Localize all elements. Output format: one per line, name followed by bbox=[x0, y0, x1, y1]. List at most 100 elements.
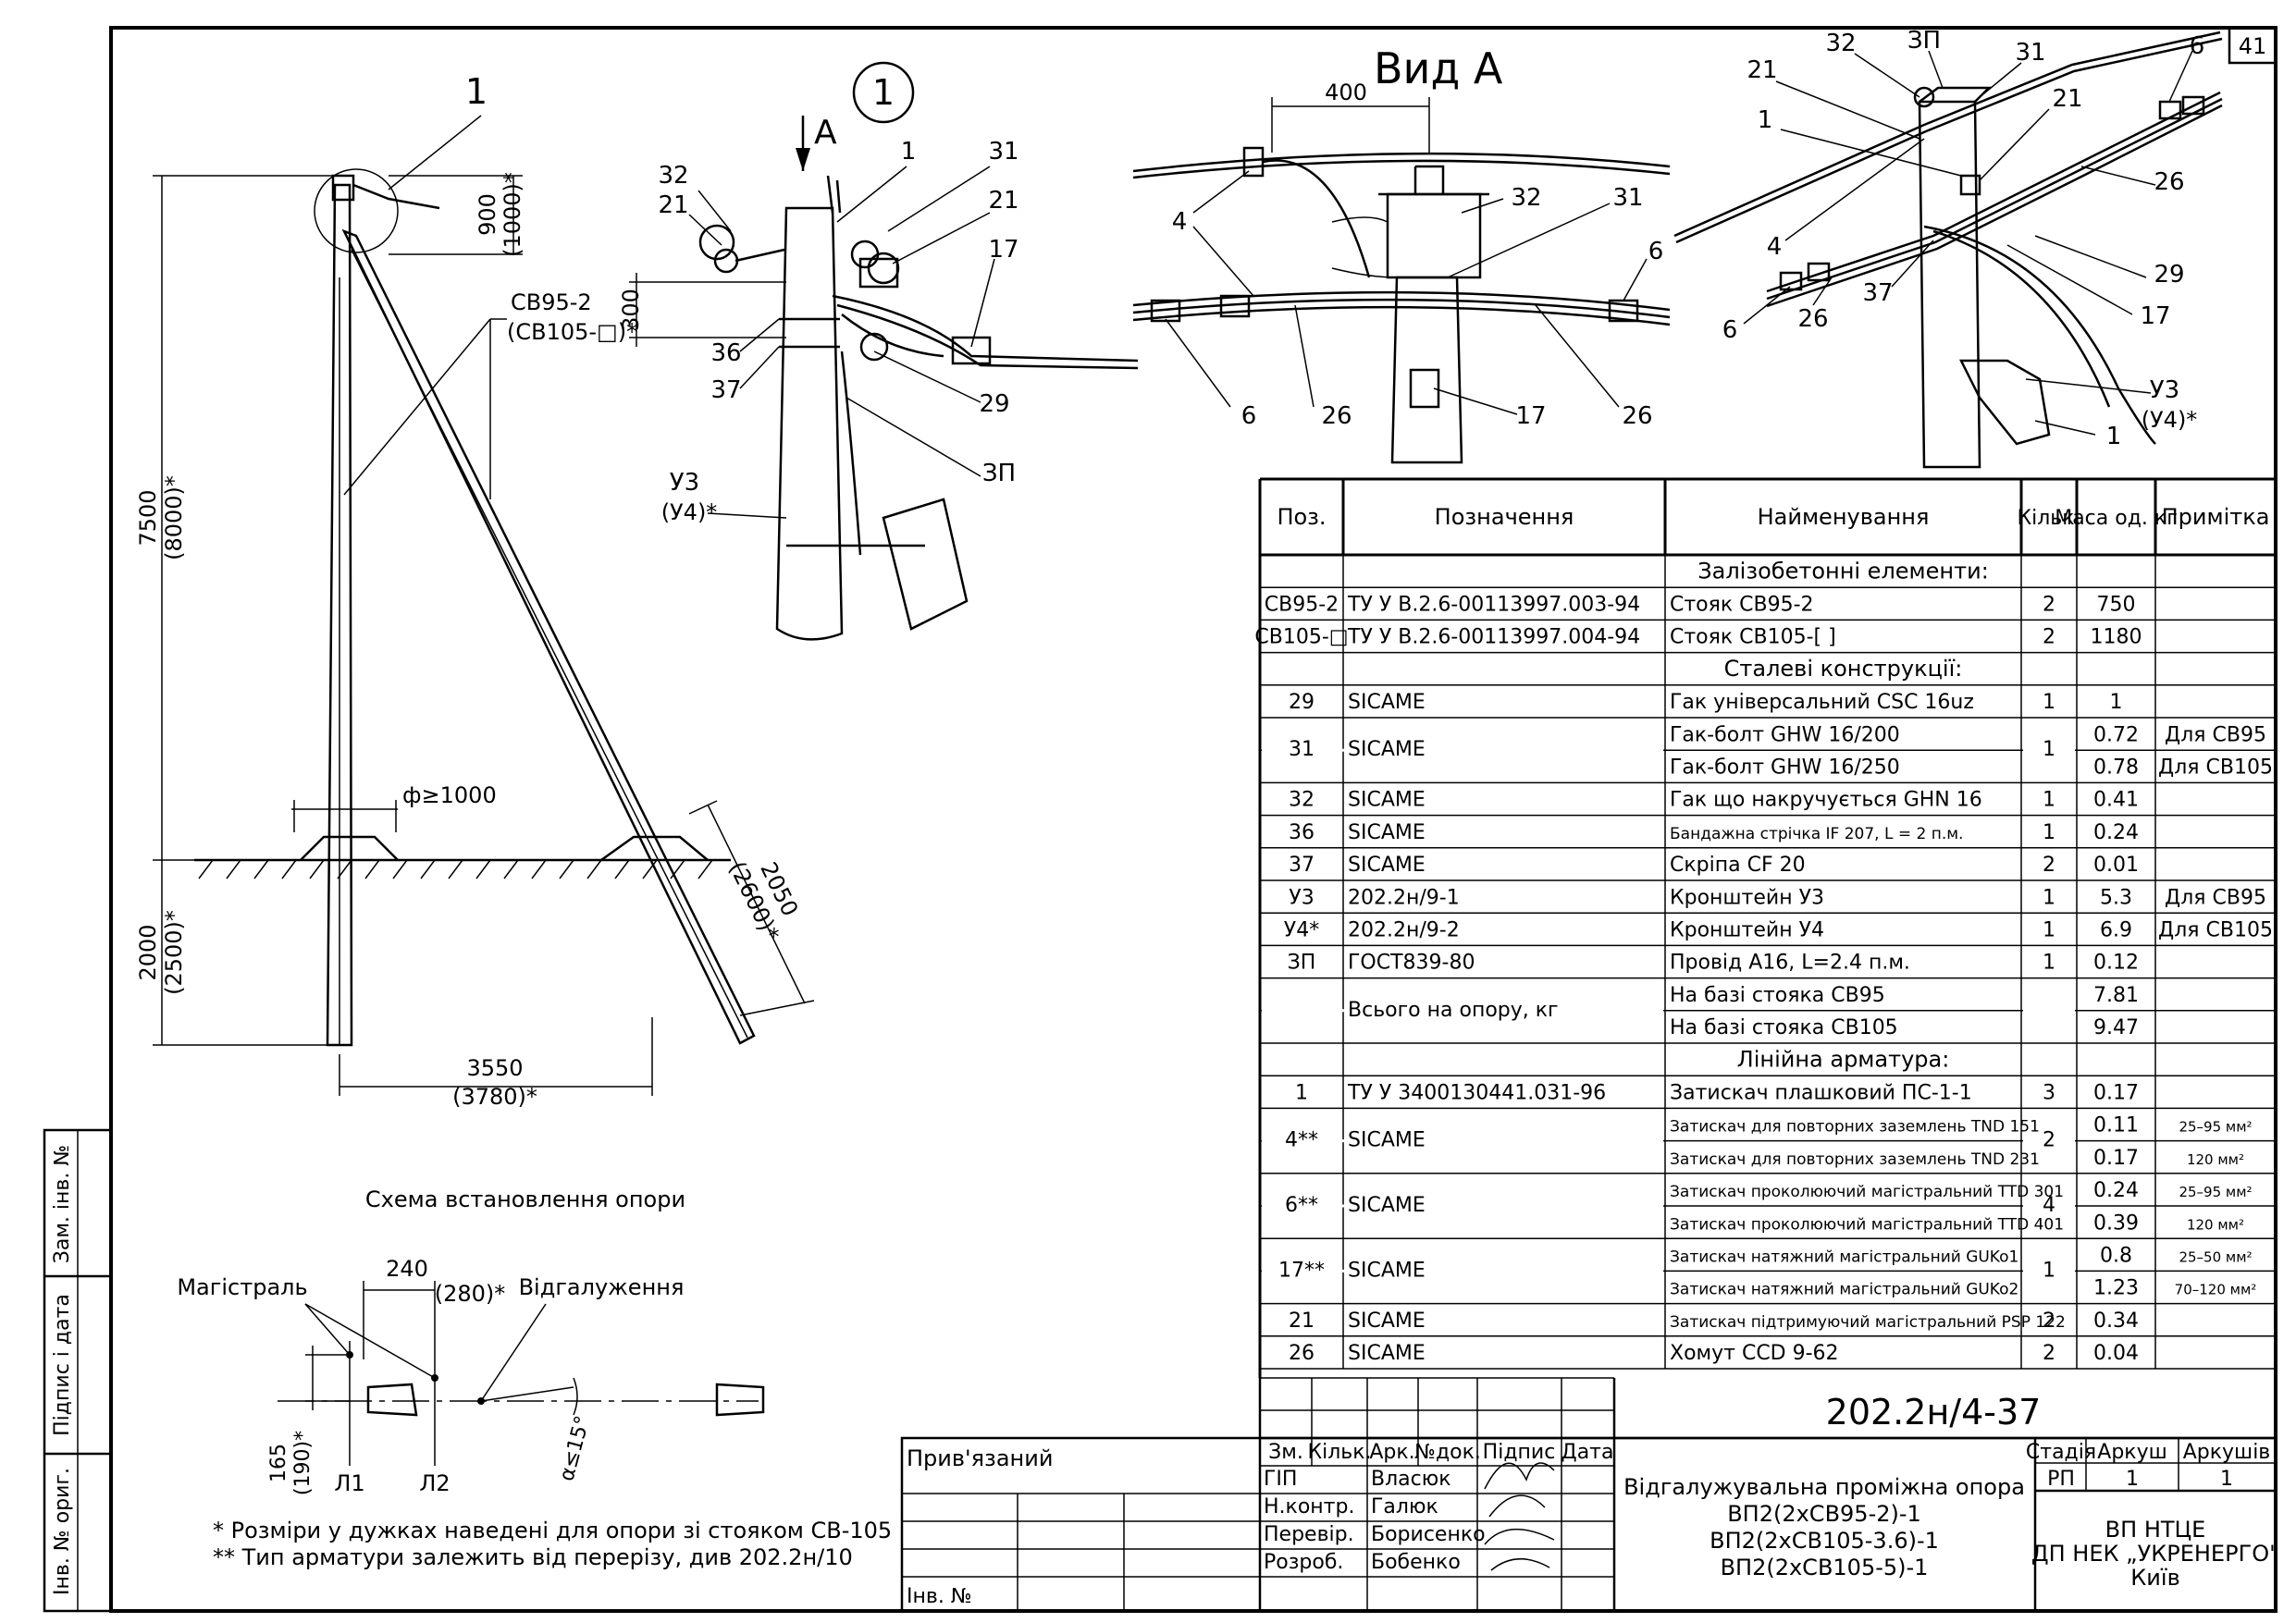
viewa-label-4: 4 bbox=[1172, 208, 1188, 236]
iso-label-u3: У3 bbox=[2150, 376, 2179, 404]
callout-1-label: 1 bbox=[465, 71, 488, 112]
scheme-dim-190: (190)* bbox=[291, 1431, 315, 1495]
spec-name-r11: На базі стояка СВ95 bbox=[1670, 984, 1885, 1007]
spec-name-r10: Провід А16, L=2.4 п.м. bbox=[1670, 952, 1910, 975]
spec-qty-r12: 3 bbox=[2043, 1082, 2055, 1105]
sheets-header: Аркушів bbox=[2183, 1441, 2271, 1464]
spec-qty-r13: 2 bbox=[2043, 1129, 2055, 1152]
note-2: ** Тип арматури залежить від перерізу, д… bbox=[213, 1544, 853, 1570]
spec-mass-r10: 0.12 bbox=[2093, 952, 2139, 975]
stamp-sign-date: Підпис і дата bbox=[51, 1294, 74, 1436]
dim-pit: ф≥1000 bbox=[402, 782, 497, 808]
detail-label-21a: 21 bbox=[658, 191, 688, 219]
isometric-view: 21 32 ЗП 31 6 1 21 26 4 29 6 26 37 17 У3… bbox=[1673, 27, 2223, 469]
spec-pos-r17: 26 bbox=[1289, 1342, 1315, 1365]
spec-table-grid bbox=[1258, 477, 2277, 1378]
spec-mass-r08: 5.3 bbox=[2100, 886, 2132, 909]
title-block: Прив'язаний Інв. № Зм. Кільк. Арк. №док.… bbox=[900, 1377, 2279, 1613]
spec-header-mass: Маса од. кг bbox=[2055, 507, 2178, 530]
spec-mass-r06: 0.24 bbox=[2093, 821, 2139, 844]
spec-qty-r06: 1 bbox=[2043, 821, 2055, 844]
spec-note-r14b: 120 мм² bbox=[2187, 1216, 2244, 1233]
org-line-1: ВП НТЦЕ bbox=[2105, 1517, 2206, 1543]
spec-qty-r01: 2 bbox=[2043, 594, 2055, 617]
spec-name-r11b: На базі стояка СВ105 bbox=[1670, 1016, 1898, 1039]
rev-h-sign: Підпис bbox=[1483, 1441, 1556, 1464]
spec-qty-r17: 2 bbox=[2043, 1342, 2055, 1365]
iso-label-17: 17 bbox=[2140, 302, 2170, 330]
spec-note-r15b: 70–120 мм² bbox=[2175, 1282, 2257, 1298]
spec-section-s3: Лінійна арматура: bbox=[1737, 1046, 1950, 1072]
spec-name-r15b: Затискач натяжний магістральний GUKo2 bbox=[1670, 1281, 2018, 1299]
spec-name-r13b: Затискач для повторних заземлень TND 231 bbox=[1670, 1150, 2040, 1169]
spec-designation-r04: SICAME bbox=[1348, 738, 1426, 761]
spec-note-r04b: Для СВ105 bbox=[2158, 756, 2273, 780]
spec-designation-r11: Всього на опору, кг bbox=[1348, 999, 1559, 1022]
detail-label-3p: ЗП bbox=[982, 460, 1016, 487]
scheme-dim-280: (280)* bbox=[435, 1281, 506, 1307]
viewa-label-26b: 26 bbox=[1622, 402, 1652, 430]
scheme-title: Схема встановлення опори bbox=[365, 1187, 685, 1212]
rev-h-doc: №док. bbox=[1414, 1441, 1481, 1464]
spec-note-r13b: 120 мм² bbox=[2187, 1151, 2244, 1168]
name-check: Борисенко bbox=[1371, 1523, 1486, 1546]
dim-height: 7500 bbox=[135, 489, 161, 546]
spec-mass-r09: 6.9 bbox=[2100, 919, 2132, 942]
iso-label-1a: 1 bbox=[1758, 106, 1773, 134]
spec-header-qty: Кільк. bbox=[2017, 507, 2080, 530]
org-line-3: Київ bbox=[2130, 1565, 2179, 1591]
spec-mass-r03: 1 bbox=[2110, 691, 2123, 714]
iso-label-21: 21 bbox=[1747, 56, 1777, 84]
spec-note-r14: 25–95 мм² bbox=[2179, 1184, 2252, 1200]
dim-base-alt: (3780)* bbox=[452, 1084, 537, 1110]
rev-h-qty: Кільк. bbox=[1307, 1441, 1371, 1464]
spec-qty-r03: 1 bbox=[2043, 691, 2055, 714]
iso-label-37: 37 bbox=[1862, 279, 1893, 307]
spec-qty-r05: 1 bbox=[2043, 789, 2055, 812]
dim-depth-alt: (2500)* bbox=[161, 910, 187, 995]
name-dev: Бобенко bbox=[1371, 1551, 1461, 1574]
spec-header-note: Примітка bbox=[2162, 504, 2270, 530]
name-gip: Власюк bbox=[1371, 1468, 1451, 1491]
iso-label-3p: ЗП bbox=[1907, 27, 1941, 55]
detail-label-31: 31 bbox=[988, 138, 1018, 166]
spec-pos-r02: СВ105-□ bbox=[1254, 626, 1348, 649]
title-line-3: ВП2(2хСВ105-3.6)-1 bbox=[1710, 1528, 1939, 1554]
detail-label-1: 1 bbox=[901, 138, 917, 166]
spec-pos-r05: 32 bbox=[1289, 789, 1315, 812]
rev-h-zm: Зм. bbox=[1268, 1441, 1303, 1464]
spec-designation-r16: SICAME bbox=[1348, 1309, 1426, 1333]
dim-depth: 2000 bbox=[135, 924, 161, 980]
detail-label-u4: (У4)* bbox=[661, 499, 718, 525]
spec-designation-r06: SICAME bbox=[1348, 821, 1426, 844]
arrow-a-label: A bbox=[814, 114, 837, 152]
spec-name-r13: Затискач для повторних заземлень TND 151 bbox=[1670, 1118, 2040, 1137]
scheme-branch: Відгалуження bbox=[519, 1274, 685, 1300]
detail-label-21b: 21 bbox=[988, 187, 1018, 215]
spec-name-r02: Стояк СВ105-[ ] bbox=[1670, 626, 1836, 649]
inv-label: Інв. № bbox=[907, 1585, 972, 1608]
spec-mass-r14b: 0.39 bbox=[2093, 1211, 2139, 1235]
spec-name-r15: Затискач натяжний магістральний GUKo1 bbox=[1670, 1248, 2018, 1267]
stamp-replace-inv: Зам. інв. № bbox=[51, 1145, 74, 1264]
view-a-title: Вид А bbox=[1374, 43, 1503, 93]
spec-note-r15: 25–50 мм² bbox=[2179, 1249, 2252, 1266]
spec-qty-r02: 2 bbox=[2043, 626, 2055, 649]
iso-label-26b: 26 bbox=[1797, 305, 1828, 333]
iso-label-1b: 1 bbox=[2106, 423, 2122, 450]
role-dev: Розроб. bbox=[1264, 1551, 1343, 1574]
detail-1-number: 1 bbox=[872, 72, 895, 113]
iso-label-32: 32 bbox=[1825, 30, 1856, 57]
sheet-value: 1 bbox=[2126, 1468, 2139, 1491]
spec-name-r17: Хомут CCD 9-62 bbox=[1670, 1342, 1839, 1365]
detail-dim-300: 300 bbox=[618, 289, 644, 331]
spec-mass-r02: 1180 bbox=[2091, 626, 2142, 649]
spec-designation-r03: SICAME bbox=[1348, 691, 1426, 714]
spec-header-name: Найменування bbox=[1758, 504, 1930, 530]
spec-mass-r05: 0.41 bbox=[2093, 789, 2139, 812]
spec-pos-r01: СВ95-2 bbox=[1265, 594, 1339, 617]
spec-pos-r14: 6** bbox=[1285, 1194, 1318, 1217]
drawing-code: 202.2н/4-37 bbox=[1826, 1392, 2042, 1432]
dim-top-alt: (1000)* bbox=[500, 172, 525, 257]
